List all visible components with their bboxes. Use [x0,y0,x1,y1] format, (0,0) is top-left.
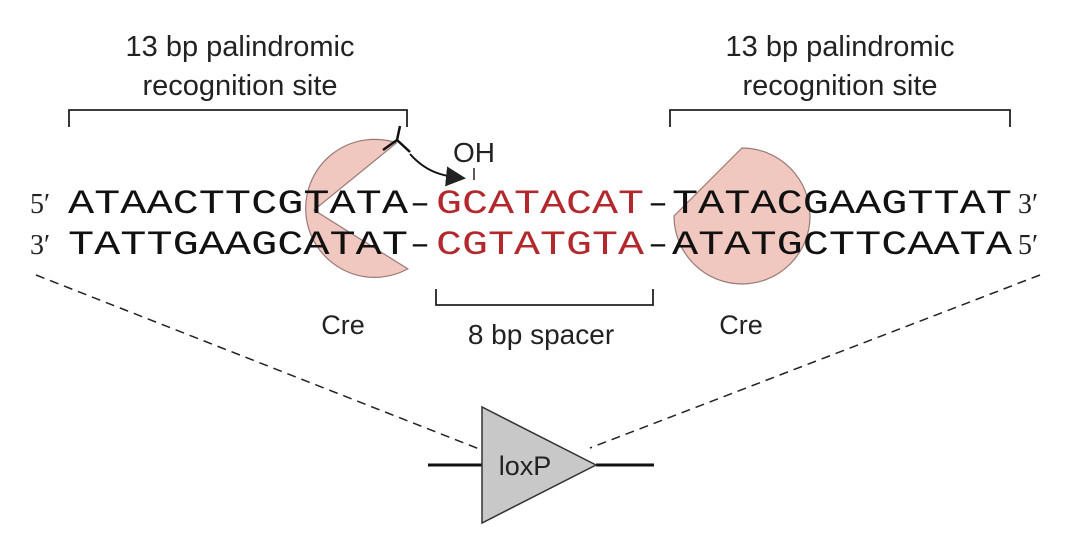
top-right-arm: TATACGAAGTTAT [672,186,1012,224]
cre-left-label: Cre [321,310,365,340]
bottom-spacer-sequence: CGTATGTA [436,227,645,265]
loxp-label: loxP [499,451,552,481]
bottom-strand-sequence: TATTGAAGCATAT–CGTATGTA–ATATGCTTCAATA [68,227,1013,265]
transfer-arrow [409,153,466,187]
cleavage-mark [382,125,411,153]
right-site-bracket [669,109,1011,127]
left-site-title-line1: 13 bp palindromic [126,31,355,63]
hydroxyl-label: OH [453,137,495,168]
top-strand-5prime: 5′ [30,189,50,220]
spacer-label: 8 bp spacer [468,319,614,350]
bottom-dash-1: – [410,227,430,265]
spacer-bracket [435,289,654,306]
bottom-strand-3prime: 3′ [30,230,50,261]
cre-right-label: Cre [719,310,763,340]
bottom-strand-5prime: 5′ [1018,230,1038,261]
top-strand-sequence: ATAACTTCGTATA–GCATACAT–TATACGAAGTTAT [68,186,1012,224]
right-site-title-line1: 13 bp palindromic [726,31,955,63]
bottom-dash-2: – [648,227,668,265]
zoom-line-left [35,274,488,453]
bottom-left-arm: TATTGAAGCATAT [68,227,408,265]
top-strand-3prime: 3′ [1018,189,1038,220]
right-site-title-line2: recognition site [742,70,937,102]
cre-enzyme-right [673,147,811,285]
top-dash-2: – [648,186,668,224]
bottom-right-arm: ATATGCTTCAATA [672,227,1013,265]
cre-enzyme-left [305,138,409,278]
top-left-arm: ATAACTTCGTATA [68,186,409,224]
top-dash-1: – [410,186,430,224]
left-site-bracket [68,109,408,127]
top-spacer-sequence: GCATACAT [436,186,644,224]
left-site-title-line2: recognition site [142,70,337,102]
loxp-triangle [481,405,598,525]
zoom-line-right [589,274,1041,449]
